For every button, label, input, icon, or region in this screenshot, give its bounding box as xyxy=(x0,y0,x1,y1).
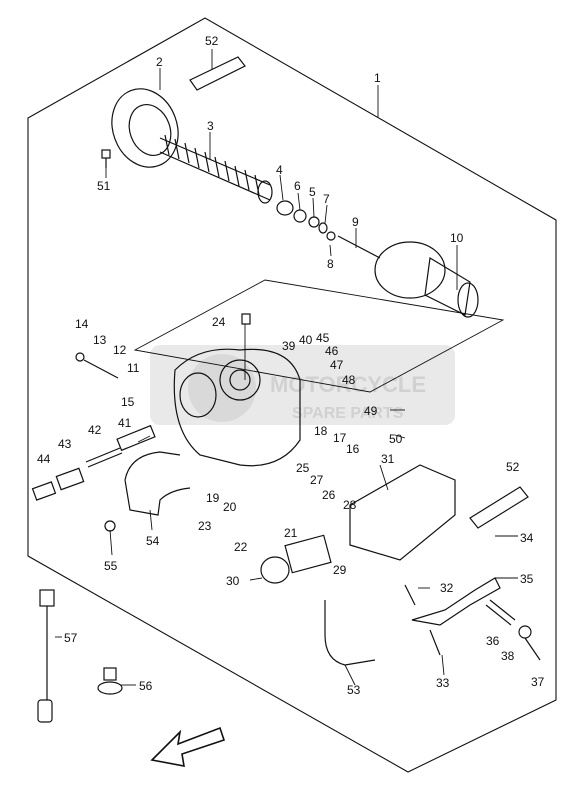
callout-52-lower: 52 xyxy=(506,460,520,474)
callout-36: 36 xyxy=(486,634,500,648)
sensor-56-part xyxy=(97,667,123,695)
callout-5: 5 xyxy=(309,185,316,199)
callout-48: 48 xyxy=(342,373,356,387)
callout-35: 35 xyxy=(520,572,534,586)
screws-36-38-part xyxy=(485,599,541,661)
callout-20: 20 xyxy=(223,500,237,514)
callout-38: 38 xyxy=(501,649,515,663)
callout-1: 1 xyxy=(374,71,381,85)
callout-17: 17 xyxy=(333,431,347,445)
spring-part xyxy=(159,134,273,204)
float-chamber-part xyxy=(349,464,456,561)
bracket-54-part xyxy=(124,451,191,516)
callout-24: 24 xyxy=(212,315,226,329)
callout-18: 18 xyxy=(314,424,328,438)
callout-27: 27 xyxy=(310,473,324,487)
bracket-35-part xyxy=(411,577,501,626)
callout-45: 45 xyxy=(316,331,330,345)
front-arrow-icon xyxy=(150,726,226,767)
callout-3: 3 xyxy=(207,119,214,133)
callout-2: 2 xyxy=(156,55,163,69)
callout-41: 41 xyxy=(118,416,132,430)
callout-54: 54 xyxy=(146,534,160,548)
watermark: MOTORCYCLE SPARE PARTS xyxy=(150,345,455,425)
callout-13: 13 xyxy=(93,333,107,347)
callout-6: 6 xyxy=(294,179,301,193)
callout-26: 26 xyxy=(322,488,336,502)
callout-34: 34 xyxy=(520,531,534,545)
screws-32-33-part xyxy=(404,584,441,656)
needle-parts xyxy=(276,200,381,259)
callout-47: 47 xyxy=(330,358,344,372)
callout-43: 43 xyxy=(58,437,72,451)
leader-lines xyxy=(55,49,518,686)
callout-7: 7 xyxy=(323,192,330,206)
callout-50: 50 xyxy=(389,432,403,446)
top-cover-part xyxy=(111,88,179,168)
callout-53: 53 xyxy=(347,683,361,697)
float-part xyxy=(260,534,332,584)
callout-57: 57 xyxy=(64,631,78,645)
callout-9: 9 xyxy=(352,215,359,229)
hose-53-part xyxy=(324,600,376,666)
harness-57-part xyxy=(37,589,55,723)
callout-56: 56 xyxy=(139,679,153,693)
watermark-line2: SPARE PARTS xyxy=(292,405,404,422)
callout-44: 44 xyxy=(37,452,51,466)
callout-42: 42 xyxy=(88,423,102,437)
bracket-52-top-part xyxy=(189,56,246,91)
callout-10: 10 xyxy=(450,231,464,245)
callout-22: 22 xyxy=(234,540,248,554)
callout-15: 15 xyxy=(121,395,135,409)
callout-30: 30 xyxy=(226,574,240,588)
plug-24-part xyxy=(241,313,251,325)
callout-21: 21 xyxy=(284,526,298,540)
callout-46: 46 xyxy=(325,344,339,358)
callouts: 1 2 3 4 5 6 7 8 9 10 11 12 13 14 15 16 1… xyxy=(37,34,545,697)
callout-8: 8 xyxy=(327,257,334,271)
callout-14: 14 xyxy=(75,317,89,331)
callout-33: 33 xyxy=(436,676,450,690)
callout-37: 37 xyxy=(531,675,545,689)
callout-55: 55 xyxy=(104,559,118,573)
screw-51-part xyxy=(101,149,111,168)
callout-51: 51 xyxy=(97,179,111,193)
callout-4: 4 xyxy=(276,163,283,177)
callout-40: 40 xyxy=(299,333,313,347)
bracket-52-lower-part xyxy=(469,486,529,529)
callout-25: 25 xyxy=(296,461,310,475)
callout-31: 31 xyxy=(381,452,395,466)
callout-32: 32 xyxy=(440,581,454,595)
callout-23: 23 xyxy=(198,519,212,533)
callout-12: 12 xyxy=(113,343,127,357)
idle-adjuster-part xyxy=(31,424,156,501)
diaphragm-piston-part xyxy=(374,241,479,318)
screw-55-part xyxy=(104,520,116,532)
screw-13-part xyxy=(75,352,119,379)
inner-frame xyxy=(133,279,505,393)
callout-49: 49 xyxy=(364,404,378,418)
callout-28: 28 xyxy=(343,498,357,512)
callout-29: 29 xyxy=(333,563,347,577)
callout-52-top: 52 xyxy=(205,34,219,48)
carburetor-body-part xyxy=(173,348,301,467)
assembly-frame xyxy=(27,17,557,773)
callout-19: 19 xyxy=(206,491,220,505)
callout-16: 16 xyxy=(346,442,360,456)
callout-11: 11 xyxy=(127,361,140,375)
callout-39: 39 xyxy=(282,339,296,353)
